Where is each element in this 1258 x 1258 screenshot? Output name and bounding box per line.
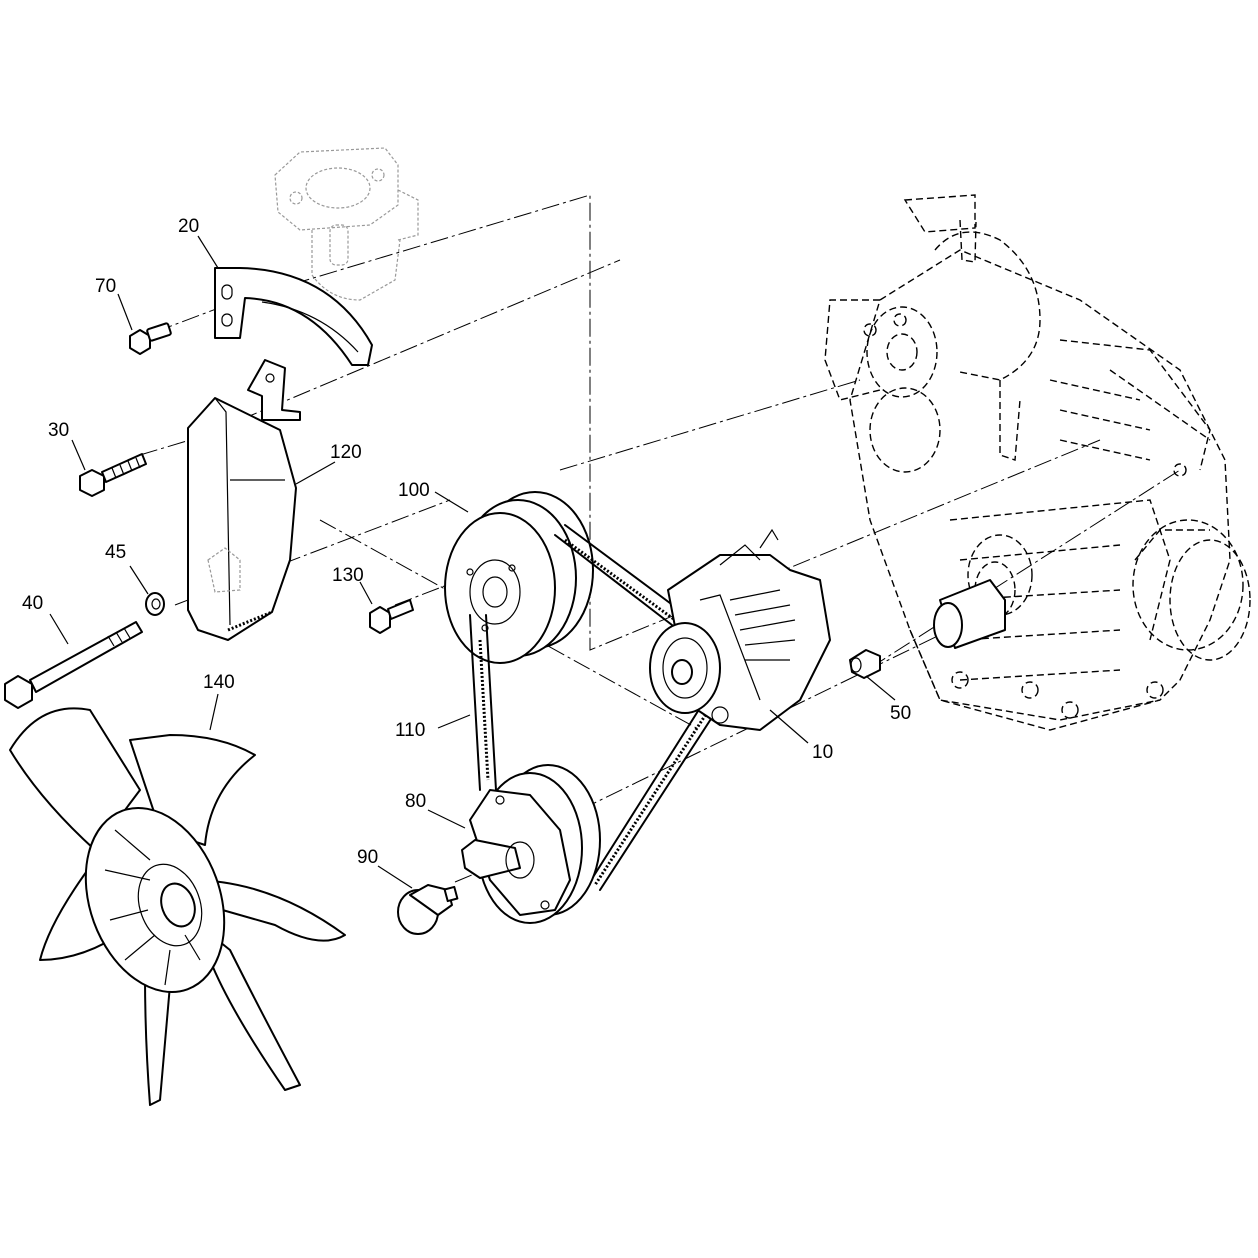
callout-130: 130: [332, 565, 364, 586]
fan-guard: [187, 359, 301, 641]
adjusting-bracket: [214, 267, 373, 366]
callout-110: 110: [395, 720, 425, 741]
callout-40: 40: [22, 593, 43, 614]
callout-90: 90: [357, 847, 378, 868]
v-belt: [469, 524, 721, 891]
callout-140: 140: [203, 672, 235, 693]
callout-80: 80: [405, 791, 426, 812]
washer-45: [145, 592, 165, 616]
leader-lines: [49, 235, 896, 889]
water-pump-pulley: [444, 491, 594, 664]
bolt-30: [79, 453, 147, 497]
callout-45: 45: [105, 542, 126, 563]
bolt-70: [129, 322, 172, 355]
alternator: [649, 528, 831, 731]
callout-120: 120: [330, 442, 362, 463]
callout-100: 100: [398, 480, 430, 501]
bolt-40: [4, 621, 143, 709]
callout-70: 70: [95, 276, 116, 297]
callout-20: 20: [178, 216, 199, 237]
crankshaft-pulley: [461, 764, 601, 924]
callout-10: 10: [812, 742, 833, 763]
bolt-130: [369, 599, 414, 634]
bolt-90: [397, 884, 459, 935]
thermostat-housing-ghost: [274, 147, 419, 301]
callout-labels: 20 70 30 120 100 45 130 40 140 110 10 50…: [22, 216, 911, 868]
callout-30: 30: [48, 420, 69, 441]
bolt-50: [849, 649, 881, 679]
cooling-fan: [9, 707, 346, 1106]
engine-block: [824, 194, 1251, 731]
callout-50: 50: [890, 703, 911, 724]
